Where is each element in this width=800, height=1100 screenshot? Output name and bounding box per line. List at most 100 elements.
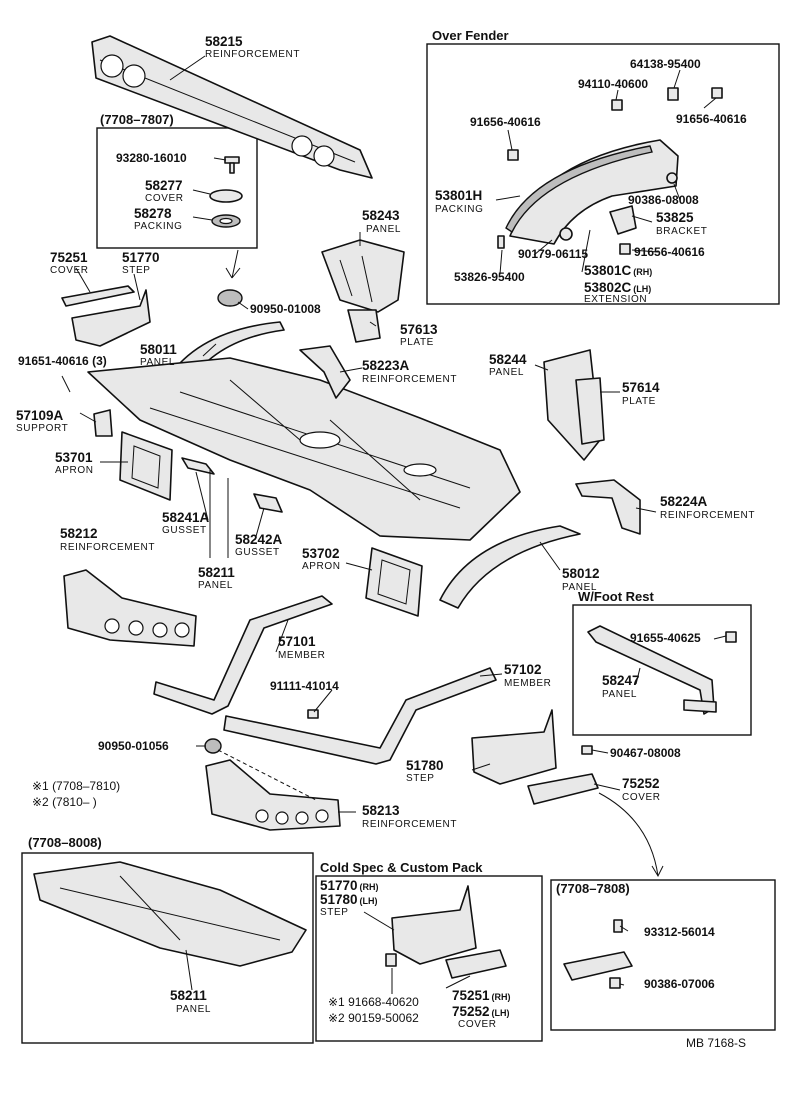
svg-text:GUSSET: GUSSET xyxy=(162,525,207,536)
svg-text:53825: 53825 xyxy=(656,210,694,225)
svg-text:PANEL: PANEL xyxy=(198,580,233,591)
svg-text:90179-06115: 90179-06115 xyxy=(518,247,588,261)
svg-text:COVER: COVER xyxy=(145,193,184,204)
svg-text:57101: 57101 xyxy=(278,634,316,649)
svg-text:58224A: 58224A xyxy=(660,494,708,509)
range-label-7708-7808: (7708–7808) xyxy=(556,881,630,896)
svg-text:91656-40616: 91656-40616 xyxy=(676,112,747,126)
svg-text:51770: 51770 xyxy=(122,250,160,265)
bolt-icon xyxy=(725,631,737,643)
label-90467-08008: 90467-08008 xyxy=(610,746,681,760)
bolt-icon xyxy=(609,977,621,989)
label-90386-07006: 90386-07006 xyxy=(644,977,715,991)
svg-text:57614: 57614 xyxy=(622,380,660,395)
label-91111-41014: 91111-41014 xyxy=(270,679,339,693)
bolt-icon xyxy=(507,149,519,161)
part-58277-cover xyxy=(209,189,243,203)
label-cold-75252: 75252(LH)COVER xyxy=(452,1004,510,1030)
svg-text:90467-08008: 90467-08008 xyxy=(610,746,681,760)
frame-foot-rest: W/Foot Rest xyxy=(572,589,752,736)
svg-text:※2 90159-50062: ※2 90159-50062 xyxy=(328,1011,419,1025)
svg-text:51770(RH): 51770(RH) xyxy=(320,878,379,893)
label-cold-51770: 51770(RH) xyxy=(320,878,379,893)
svg-text:91111-41014: 91111-41014 xyxy=(270,679,339,693)
svg-text:57613: 57613 xyxy=(400,322,438,337)
svg-text:51780: 51780 xyxy=(406,758,444,773)
svg-text:58213: 58213 xyxy=(362,803,400,818)
label-94110-40600: 94110-40600 xyxy=(578,77,648,91)
svg-text:58211: 58211 xyxy=(170,988,207,1003)
part-58243-panel xyxy=(321,239,405,313)
svg-text:53802C(LH): 53802C(LH) xyxy=(584,280,651,295)
part-58224A-reinforcement xyxy=(575,479,641,535)
part-75252-cover xyxy=(527,773,599,805)
svg-text:BRACKET: BRACKET xyxy=(656,226,707,237)
svg-text:58223A: 58223A xyxy=(362,358,410,373)
nut-icon xyxy=(559,227,573,241)
svg-text:STEP: STEP xyxy=(320,907,349,918)
svg-text:SUPPORT: SUPPORT xyxy=(16,423,68,434)
nut-icon xyxy=(666,172,678,184)
svg-text:51780(LH): 51780(LH) xyxy=(320,892,378,907)
leader-lines xyxy=(61,55,727,994)
part-53825-bracket xyxy=(609,205,637,235)
label-90950-01056: 90950-01056 xyxy=(98,739,169,753)
svg-text:PLATE: PLATE xyxy=(622,396,656,407)
svg-text:58241A: 58241A xyxy=(162,510,210,525)
svg-text:58011: 58011 xyxy=(140,342,177,357)
svg-text:APRON: APRON xyxy=(55,465,94,476)
label-cold-51780: 51780(LH)STEP xyxy=(320,892,378,918)
svg-text:PANEL: PANEL xyxy=(366,224,401,235)
label-64138-95400: 64138-95400 xyxy=(630,57,701,71)
part-57109A-support xyxy=(93,409,113,437)
svg-text:REINFORCEMENT: REINFORCEMENT xyxy=(660,510,755,521)
bolt-icon xyxy=(224,156,240,174)
cold-spec-title: Cold Spec & Custom Pack xyxy=(320,860,483,875)
bolt-icon xyxy=(581,745,593,755)
svg-text:75251: 75251 xyxy=(50,250,88,265)
svg-text:58277: 58277 xyxy=(145,178,183,193)
label-91656-c: 91656-40616 xyxy=(634,245,705,259)
svg-text:STEP: STEP xyxy=(406,773,435,784)
svg-text:75252: 75252 xyxy=(622,776,660,791)
svg-text:57102: 57102 xyxy=(504,662,542,677)
svg-text:COVER: COVER xyxy=(458,1019,497,1030)
grommet-icon xyxy=(204,738,222,754)
over-fender-title: Over Fender xyxy=(432,28,509,43)
nut-icon xyxy=(611,99,623,111)
svg-text:75251(RH): 75251(RH) xyxy=(452,988,511,1003)
label-cold-75251: 75251(RH) xyxy=(452,988,511,1003)
range-label-7708-8008: (7708–8008) xyxy=(28,835,102,850)
svg-text:MEMBER: MEMBER xyxy=(504,678,552,689)
svg-text:58215: 58215 xyxy=(205,34,243,49)
part-58012-panel xyxy=(439,525,581,609)
part-51770-step xyxy=(71,289,151,347)
svg-text:58212: 58212 xyxy=(60,526,98,541)
svg-text:58242A: 58242A xyxy=(235,532,283,547)
svg-text:58012: 58012 xyxy=(562,566,600,581)
part-57102-member xyxy=(223,667,497,765)
svg-text:PANEL: PANEL xyxy=(489,367,524,378)
svg-text:53826-95400: 53826-95400 xyxy=(454,270,525,284)
svg-text:GUSSET: GUSSET xyxy=(235,547,280,558)
bolt-icon xyxy=(619,243,631,255)
svg-text:REINFORCEMENT: REINFORCEMENT xyxy=(205,49,300,60)
clip-icon xyxy=(497,235,505,249)
svg-text:REINFORCEMENT: REINFORCEMENT xyxy=(60,542,155,553)
